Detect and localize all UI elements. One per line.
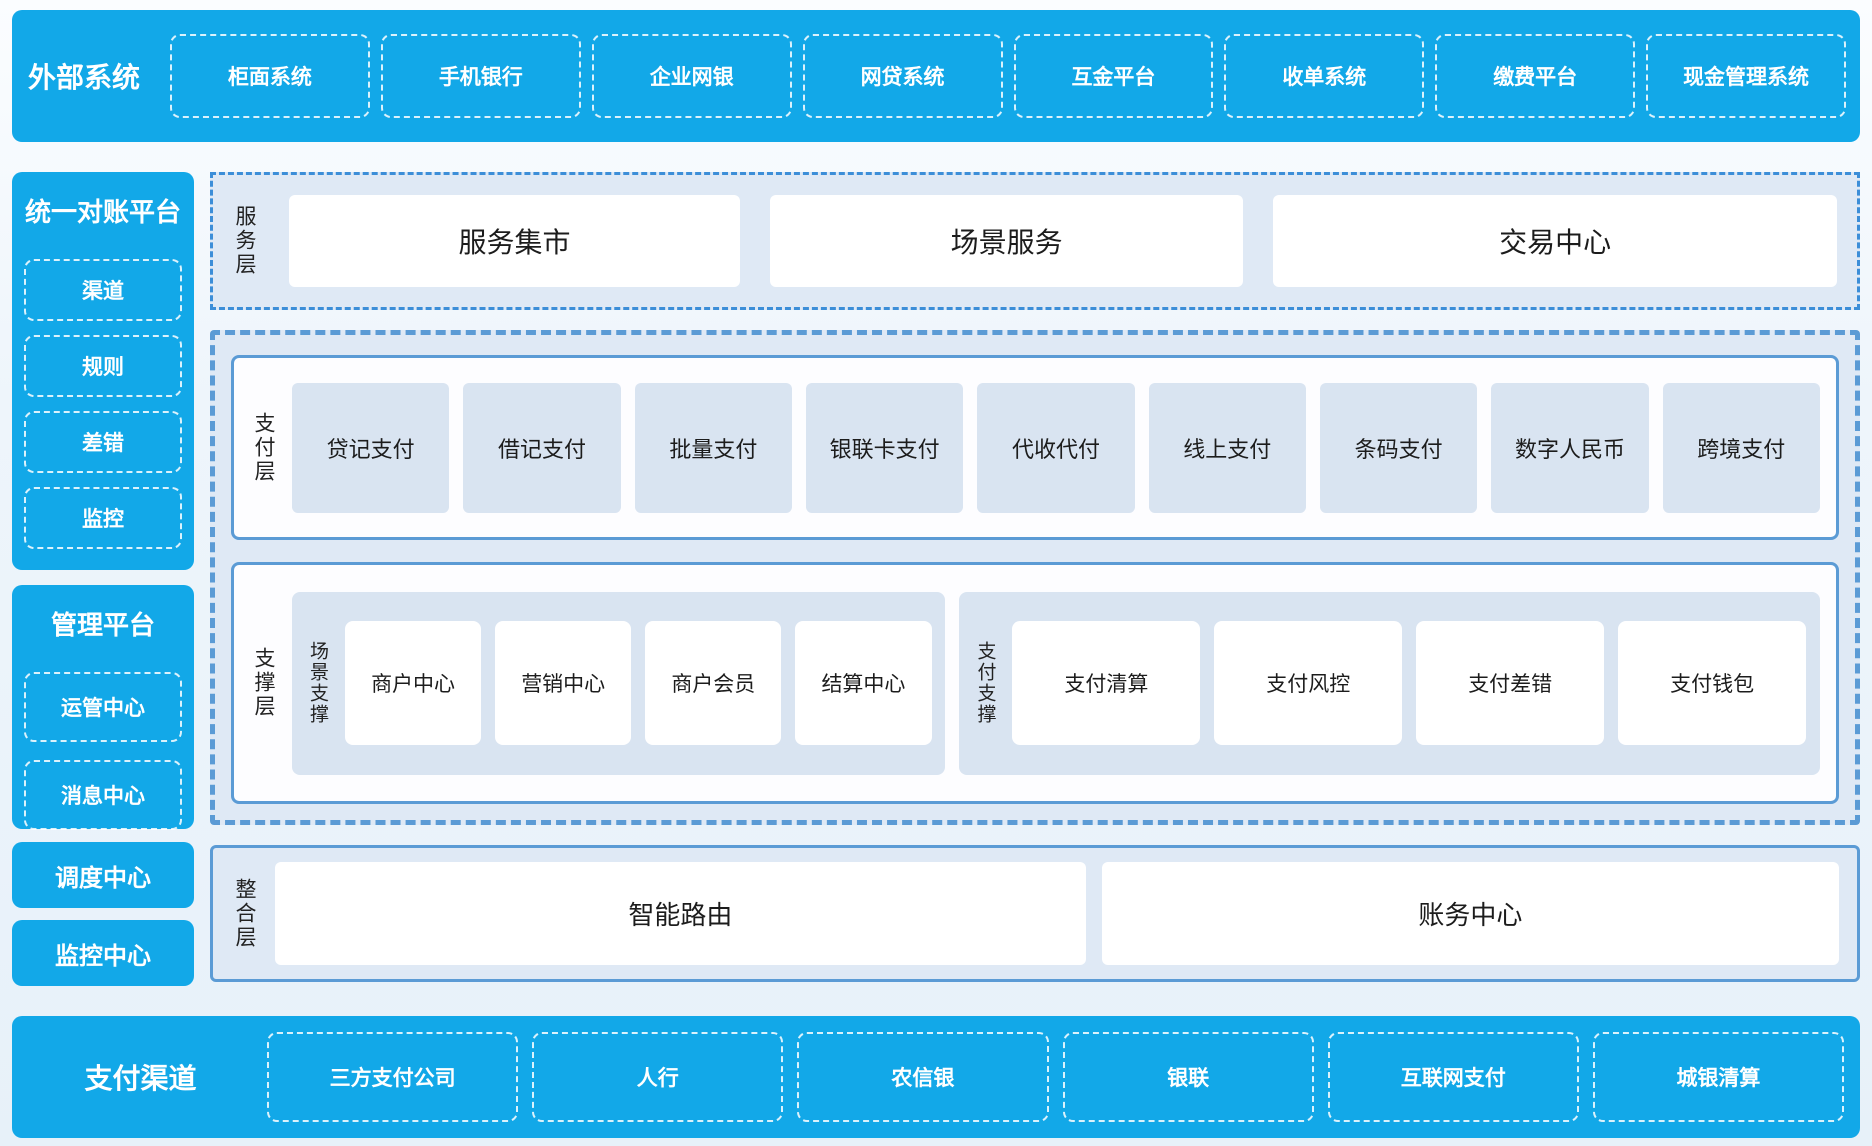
reconciliation-node: 监控 bbox=[24, 487, 182, 549]
external-system-node: 网贷系统 bbox=[802, 34, 1003, 118]
payment-node: 线上支付 bbox=[1148, 382, 1306, 513]
payment-support-node: 支付差错 bbox=[1416, 621, 1605, 745]
payment-node: 数字人民币 bbox=[1491, 382, 1649, 513]
management-platform-panel: 管理平台 运管中心 消息中心 bbox=[12, 585, 194, 830]
payment-channel-node: 银联 bbox=[1062, 1032, 1314, 1122]
payment-support-node: 支付钱包 bbox=[1618, 621, 1807, 745]
payment-node: 条码支付 bbox=[1319, 382, 1478, 513]
external-system-node: 互金平台 bbox=[1013, 34, 1214, 118]
external-systems-items: 柜面系统 手机银行 企业网银 网贷系统 互金平台 收单系统 缴费平台 现金管理系… bbox=[170, 34, 1846, 118]
payment-support-node: 支付清算 bbox=[1012, 621, 1201, 745]
payment-support-wrapper: 支付层 贷记支付 借记支付 批量支付 银联卡支付 代收代付 线上支付 条码支付 … bbox=[210, 330, 1860, 825]
support-layer-label: 支撑层 bbox=[252, 647, 275, 719]
payment-node: 银联卡支付 bbox=[805, 382, 964, 513]
external-systems-bar: 外部系统 柜面系统 手机银行 企业网银 网贷系统 互金平台 收单系统 缴费平台 … bbox=[12, 10, 1860, 142]
payment-channel-node: 城银清算 bbox=[1592, 1032, 1845, 1122]
reconciliation-node: 渠道 bbox=[24, 259, 182, 321]
diagram-body: 统一对账平台 渠道 规则 差错 监控 管理平台 运管中心 消息中心 调度中心 监… bbox=[12, 172, 1860, 986]
reconciliation-platform-panel: 统一对账平台 渠道 规则 差错 监控 bbox=[12, 172, 194, 570]
payment-layer: 支付层 贷记支付 借记支付 批量支付 银联卡支付 代收代付 线上支付 条码支付 … bbox=[231, 355, 1839, 540]
payment-channels-items: 三方支付公司 人行 农信银 银联 互联网支付 城银清算 bbox=[267, 1032, 1845, 1122]
payment-support-group: 支付支撑 支付清算 支付风控 支付差错 支付钱包 bbox=[959, 591, 1820, 775]
external-system-node: 企业网银 bbox=[591, 34, 792, 118]
service-node: 交易中心 bbox=[1273, 195, 1837, 287]
payment-layer-label: 支付层 bbox=[252, 411, 275, 484]
scene-support-node: 商户会员 bbox=[645, 621, 782, 745]
reconciliation-node: 差错 bbox=[24, 411, 182, 473]
payment-channels-bar: 支付渠道 三方支付公司 人行 农信银 银联 互联网支付 城银清算 bbox=[12, 1016, 1860, 1138]
main-column: 服务层 服务集市 场景服务 交易中心 支付层 贷记支付 借记支付 批量支付 银联… bbox=[210, 172, 1860, 986]
external-system-node: 缴费平台 bbox=[1435, 34, 1636, 118]
scene-support-group: 场景支撑 商户中心 营销中心 商户会员 结算中心 bbox=[292, 591, 946, 775]
payment-channel-node: 人行 bbox=[532, 1032, 784, 1122]
payment-node: 批量支付 bbox=[634, 382, 792, 513]
external-system-node: 柜面系统 bbox=[170, 34, 370, 118]
monitor-center-box: 监控中心 bbox=[12, 920, 194, 986]
management-node: 运管中心 bbox=[24, 672, 182, 742]
service-layer-label: 服务层 bbox=[233, 205, 256, 277]
payment-support-node: 支付风控 bbox=[1214, 621, 1403, 745]
external-system-node: 现金管理系统 bbox=[1646, 34, 1846, 118]
scene-support-node: 营销中心 bbox=[495, 621, 632, 745]
support-layer: 支撑层 场景支撑 商户中心 营销中心 商户会员 结算中心 支付支撑 支付清算 支… bbox=[231, 562, 1839, 804]
reconciliation-node: 规则 bbox=[24, 335, 182, 397]
payment-node: 贷记支付 bbox=[292, 382, 450, 513]
management-platform-title: 管理平台 bbox=[50, 610, 155, 640]
scene-support-label: 场景支撑 bbox=[307, 641, 328, 725]
external-system-node: 收单系统 bbox=[1224, 34, 1425, 118]
integration-layer-label: 整合层 bbox=[233, 877, 256, 950]
payment-support-label: 支付支撑 bbox=[974, 641, 996, 725]
integration-node: 账务中心 bbox=[1101, 862, 1839, 965]
external-system-node: 手机银行 bbox=[380, 34, 581, 118]
payment-channel-node: 互联网支付 bbox=[1327, 1032, 1579, 1122]
payment-node: 跨境支付 bbox=[1662, 382, 1820, 513]
integration-layer: 整合层 智能路由 账务中心 bbox=[210, 845, 1860, 982]
external-systems-label: 外部系统 bbox=[28, 62, 141, 93]
management-node: 消息中心 bbox=[24, 760, 182, 830]
service-layer: 服务层 服务集市 场景服务 交易中心 bbox=[210, 172, 1860, 310]
dispatch-center-box: 调度中心 bbox=[12, 842, 194, 908]
service-node: 服务集市 bbox=[289, 195, 740, 287]
left-column: 统一对账平台 渠道 规则 差错 监控 管理平台 运管中心 消息中心 调度中心 监… bbox=[12, 172, 194, 986]
payment-channel-node: 三方支付公司 bbox=[267, 1032, 519, 1122]
scene-support-node: 结算中心 bbox=[795, 621, 932, 745]
payment-channel-node: 农信银 bbox=[797, 1032, 1049, 1122]
integration-node: 智能路由 bbox=[275, 862, 1086, 965]
payment-channels-label: 支付渠道 bbox=[84, 1063, 197, 1094]
reconciliation-platform-title: 统一对账平台 bbox=[24, 197, 181, 227]
payment-node: 代收代付 bbox=[977, 382, 1135, 513]
scene-support-node: 商户中心 bbox=[345, 621, 482, 745]
service-node: 场景服务 bbox=[769, 195, 1244, 287]
payment-node: 借记支付 bbox=[463, 382, 621, 513]
